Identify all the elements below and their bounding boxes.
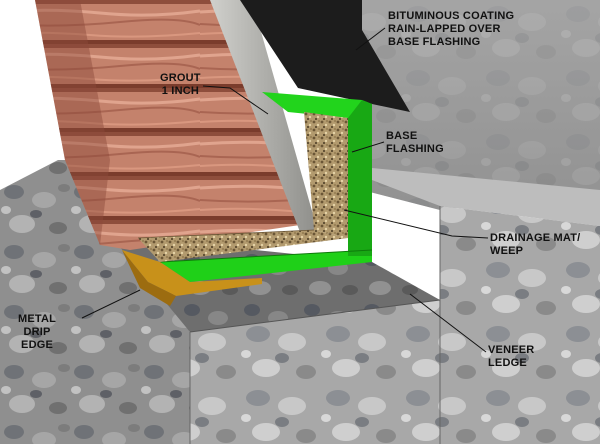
grout-layer	[210, 0, 318, 232]
label-base-flashing-line-2: FLASHING	[386, 143, 444, 155]
label-drainage-line-1: DRAINAGE MAT/	[490, 232, 581, 244]
label-grout-line-1: GROUT	[160, 72, 201, 84]
label-drainage-mat: DRAINAGE MAT/ WEEP	[490, 232, 580, 258]
leader-veneer-ledge	[409, 293, 487, 353]
foundation-front-face	[190, 300, 440, 444]
metal-drip-edge	[122, 250, 262, 296]
label-drip-line-3: EDGE	[21, 339, 54, 351]
leader-lines	[81, 27, 489, 353]
label-grout-line-2: 1 INCH	[161, 85, 199, 97]
label-base-flashing: BASE FLASHING	[386, 130, 444, 156]
label-veneer-line-2: LEDGE	[488, 357, 527, 369]
veneer-ledge-top	[110, 235, 440, 332]
label-grout: GROUT 1 INCH	[160, 72, 201, 98]
foundation-right-face	[440, 206, 600, 444]
label-drip-line-2: DRIP	[23, 326, 51, 338]
leader-drainage	[343, 209, 489, 239]
drainage-mat	[304, 112, 348, 238]
foundation-top	[372, 168, 600, 226]
label-metal-drip-edge: METAL DRIP EDGE	[18, 313, 56, 352]
wood-veneer	[35, 0, 300, 250]
leader-grout	[202, 85, 269, 115]
base-flashing-horizontal	[160, 250, 372, 282]
label-drainage-line-2: WEEP	[490, 245, 524, 257]
label-bituminous-coating: BITUMINOUS COATING RAIN-LAPPED OVER BASE…	[388, 10, 514, 49]
bituminous-coating	[240, 0, 410, 112]
stone-wall-left	[0, 160, 190, 444]
label-bituminous-line-1: BITUMINOUS COATING	[388, 10, 515, 22]
label-bituminous-line-2: RAIN-LAPPED OVER	[388, 23, 501, 35]
label-base-flashing-line-1: BASE	[386, 130, 418, 142]
label-veneer-line-1: VENEER	[488, 344, 535, 356]
leader-bituminous	[355, 27, 386, 51]
leader-base-flashing	[351, 141, 385, 153]
label-veneer-ledge: VENEER LEDGE	[488, 344, 534, 370]
label-bituminous-line-3: BASE FLASHING	[388, 36, 481, 48]
label-drip-line-1: METAL	[18, 313, 57, 325]
leader-drip-edge	[81, 289, 141, 319]
